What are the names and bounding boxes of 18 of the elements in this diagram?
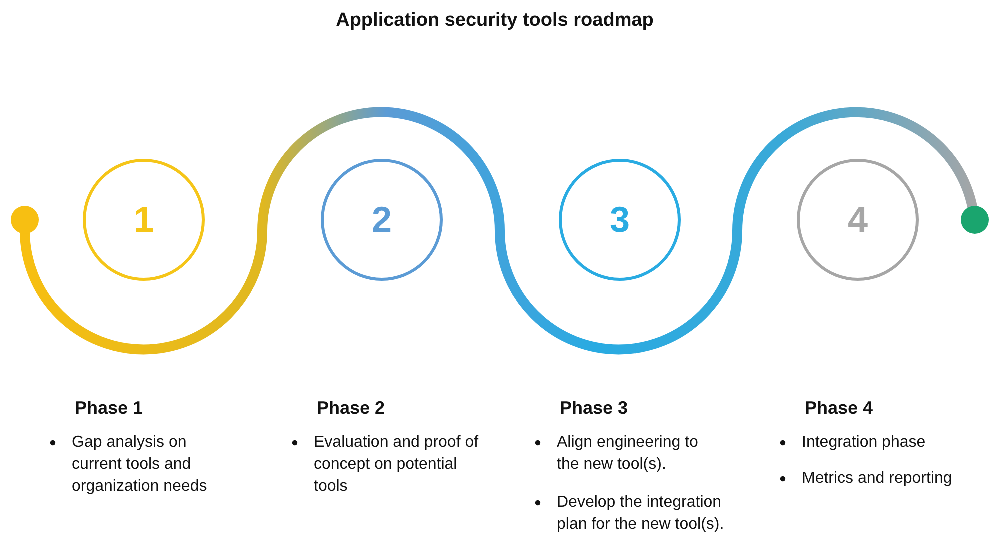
number-circle: 1: [83, 159, 205, 281]
bullet-text: Gap analysis on current tools and organization needs: [72, 433, 208, 497]
bullet-text: Develop the integration plan for the new tool(s).: [557, 493, 725, 535]
number-circle: 2: [321, 159, 443, 281]
bullet-text: Metrics and reporting: [802, 469, 954, 489]
start-dot: [11, 206, 39, 234]
phase-heading: Phase 2: [317, 398, 386, 419]
bullet-text: Align engineering to the new tool(s).: [557, 433, 700, 475]
phase-heading: Phase 3: [560, 398, 628, 419]
phase-heading: Phase 4: [805, 398, 874, 419]
end-dot: [961, 206, 989, 234]
phase-heading: Phase 1: [75, 398, 144, 419]
diagram-title: Application security tools roadmap: [335, 10, 655, 32]
bullet-text: Integration phase: [802, 433, 927, 453]
wave-path: [20, 107, 980, 355]
number-circle: 4: [797, 159, 919, 281]
bullet-text: Evaluation and proof of concept on potential tools: [314, 433, 480, 497]
number-circle: 3: [559, 159, 681, 281]
